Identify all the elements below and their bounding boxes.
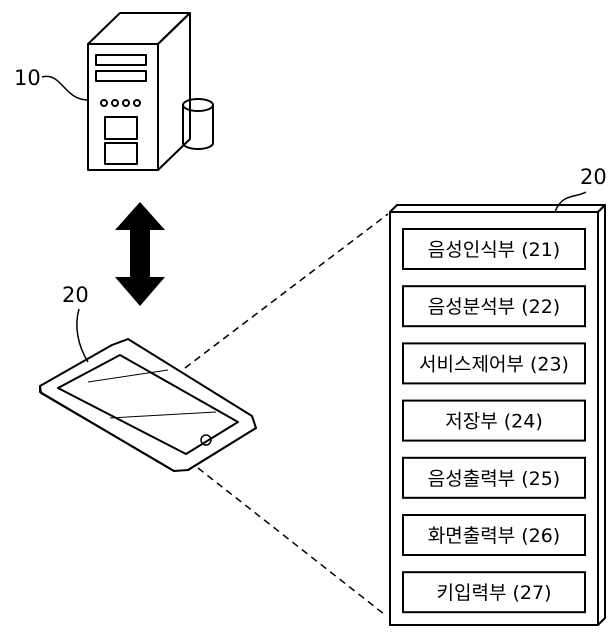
panel-ref-label: 20 bbox=[580, 165, 607, 189]
database-icon bbox=[182, 98, 214, 150]
module-item: 음성분석부 (22) bbox=[402, 285, 586, 328]
module-list: 음성인식부 (21) 음성분석부 (22) 서비스제어부 (23) 저장부 (24) 음… bbox=[402, 228, 586, 614]
bidirectional-arrow-icon bbox=[115, 202, 165, 306]
module-box bbox=[402, 456, 586, 499]
module-box bbox=[402, 571, 586, 614]
server-ref-label: 10 bbox=[14, 66, 41, 90]
module-label: 서비스제어부 (23) bbox=[419, 353, 569, 375]
tablet-screen bbox=[57, 354, 239, 455]
projection-line-top bbox=[184, 213, 389, 369]
module-box bbox=[402, 342, 586, 385]
panel-leader-line bbox=[554, 191, 587, 213]
module-item: 음성출력부 (25) bbox=[402, 456, 586, 499]
tablet-device bbox=[39, 338, 257, 472]
module-item: 화면출력부 (26) bbox=[402, 514, 586, 556]
module-label: 키입력부 (27) bbox=[437, 582, 552, 604]
server-leader-line bbox=[41, 75, 89, 101]
module-label: 음성인식부 (21) bbox=[428, 239, 560, 261]
module-label: 화면출력부 (26) bbox=[428, 525, 560, 547]
server-computer bbox=[87, 12, 191, 171]
module-label: 음성출력부 (25) bbox=[428, 468, 560, 490]
terminal-ref-label: 20 bbox=[62, 283, 89, 307]
module-panel bbox=[389, 204, 606, 626]
module-box bbox=[402, 228, 586, 270]
terminal-leader-line bbox=[76, 308, 89, 363]
module-item: 음성인식부 (21) bbox=[402, 228, 586, 270]
module-item: 저장부 (24) bbox=[402, 399, 586, 442]
module-box bbox=[402, 285, 586, 328]
module-box bbox=[402, 399, 586, 442]
module-label: 음성분석부 (22) bbox=[428, 296, 560, 318]
module-label: 저장부 (24) bbox=[445, 411, 542, 433]
home-button-icon[interactable] bbox=[200, 434, 212, 446]
module-box bbox=[402, 514, 586, 556]
projection-line-bottom bbox=[197, 467, 385, 615]
module-item: 키입력부 (27) bbox=[402, 571, 586, 614]
module-item: 서비스제어부 (23) bbox=[402, 342, 586, 385]
